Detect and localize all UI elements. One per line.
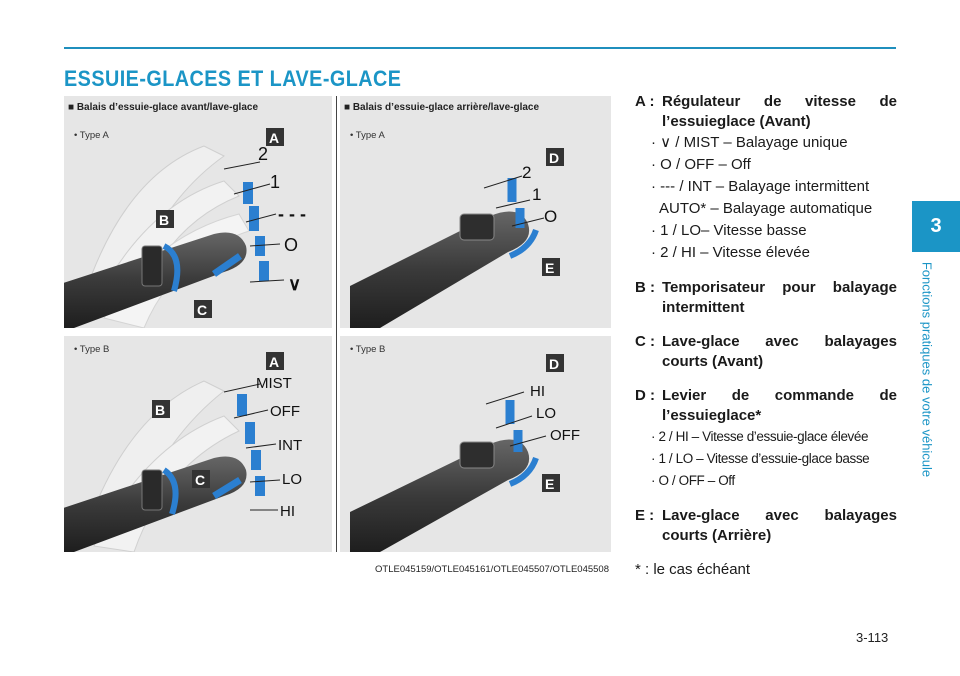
panel-rear-type-a: 2 1 O D E ■ Balais d’essuie-glace arrièr… (340, 96, 611, 328)
label-off: O (544, 207, 557, 226)
entry-e: E : Lave-glace avec balayages courts (Arr… (635, 506, 897, 546)
svg-text:D: D (549, 150, 559, 166)
svg-text:E: E (545, 476, 554, 492)
list-item: · 2 / HI – Vitesse élevée (651, 244, 810, 261)
front-type-b-illustration: MIST OFF INT LO HI A B C (64, 336, 332, 552)
page-number: 3-113 (856, 630, 889, 645)
marker-d (546, 148, 564, 166)
entry-line: Temporisateur pour balayage (662, 279, 897, 296)
rear-heading: ■ Balais d’essuie-glace arrière/lave-gla… (344, 102, 540, 113)
marker-a (266, 128, 284, 146)
lever-ring (141, 245, 163, 287)
svg-text:D: D (549, 356, 559, 372)
label-hi: HI (530, 383, 545, 400)
page-title: ESSUIE-GLACES ET LAVE-GLACE (64, 66, 402, 91)
type-a-label: • Type A (74, 130, 109, 141)
entry-b: B : Temporisateur pour balayage intermitt… (635, 278, 897, 318)
label-lo: LO (282, 471, 302, 488)
legend-text: A : Régulateur de vitesse de l’essuieglac… (635, 92, 897, 580)
entry-key: B : (635, 279, 655, 296)
entry-line: courts (Avant) (662, 353, 764, 370)
svg-text:A: A (269, 130, 279, 146)
svg-text:C: C (195, 472, 205, 488)
list-item: · --- / INT – Balayage intermittent (651, 178, 870, 195)
entry-line: l’essuieglace (Avant) (662, 113, 811, 130)
pull-arrow-icon (508, 228, 539, 259)
entry-line: courts (Arrière) (662, 527, 772, 544)
svg-text:B: B (155, 402, 165, 418)
marker-d (546, 354, 564, 372)
panel-rear-type-b: HI LO OFF D E • Type B (340, 336, 611, 552)
svg-text:A: A (269, 354, 279, 370)
label-2: 2 (258, 144, 268, 164)
entry-key: A : (635, 93, 655, 110)
label-off: O (284, 235, 298, 255)
figure-caption: OTLE045159/OTLE045161/OTLE045507/OTLE045… (336, 563, 611, 576)
marker-c (192, 470, 210, 488)
svg-text:E: E (545, 260, 554, 276)
rear-wiper-knob (459, 213, 495, 241)
entry-line: Régulateur de vitesse de (662, 93, 897, 110)
marker-b (152, 400, 170, 418)
panel-front-type-a: 2 1 - - - O ∨ A B C ■ Balais d’essuie-gl… (64, 96, 332, 328)
marker-e (542, 258, 560, 276)
entry-c: C : Lave-glace avec balayages courts (Ava… (635, 332, 897, 372)
svg-text:B: B (159, 212, 169, 228)
entry-line: Levier de commande de (662, 387, 897, 404)
marker-b (156, 210, 174, 228)
list-item: · ∨ / MIST – Balayage unique (651, 134, 848, 151)
chapter-tab: 3 (912, 201, 960, 252)
entry-d: D :Levier de commande de l’essuieglace* … (635, 386, 897, 492)
footnote: * : le cas échéant (635, 561, 751, 578)
rear-type-a-illustration: 2 1 O D E (340, 96, 611, 328)
front-type-a-illustration: 2 1 - - - O ∨ A B C (64, 96, 332, 328)
entry-line: l’essuieglace* (662, 407, 762, 424)
entry-key: E : (635, 507, 655, 524)
entry-key: D : (635, 387, 655, 404)
list-item: · O / OFF – Off (651, 156, 751, 173)
type-a-label: • Type A (350, 130, 385, 141)
top-rule (64, 47, 896, 49)
label-int-dashes: - - - (278, 204, 306, 224)
label-int: INT (278, 437, 302, 454)
marker-c (194, 300, 212, 318)
label-hi: HI (280, 503, 295, 520)
entry-line: Lave-glace avec balayages (662, 507, 897, 524)
label-lo: LO (536, 405, 556, 422)
type-b-label: • Type B (350, 344, 386, 355)
figure-caption-text: OTLE045159/OTLE045161/OTLE045507/OTLE045… (375, 564, 609, 575)
entry-key: C : (635, 333, 655, 350)
label-1: 1 (532, 185, 541, 204)
marker-e (542, 474, 560, 492)
entry-line: intermittent (662, 299, 745, 316)
entry-a: A : Régulateur de vitesse de l’essuieglac… (635, 92, 897, 264)
front-heading: ■ Balais d’essuie-glace avant/lave-glace (68, 102, 259, 113)
label-mist: MIST (256, 375, 292, 392)
pull-arrow-icon (508, 456, 539, 487)
chapter-title: Fonctions pratiques de votre véhicule (919, 261, 935, 478)
entry-line: Lave-glace avec balayages (662, 333, 897, 350)
list-item: · 2 / HI – Vitesse d’essuie-glace élevée (651, 429, 869, 444)
label-2: 2 (522, 163, 531, 182)
label-off: OFF (550, 427, 580, 444)
label-off: OFF (270, 403, 300, 420)
rear-type-b-illustration: HI LO OFF D E (340, 336, 611, 552)
label-mist: ∨ (288, 274, 301, 294)
list-item: AUTO* – Balayage automatique (659, 200, 873, 217)
panel-front-type-b: MIST OFF INT LO HI A B C • Type B (64, 336, 332, 552)
type-b-label: • Type B (74, 344, 110, 355)
list-item: · O / OFF – Off (651, 473, 735, 488)
list-item: · 1 / LO – Vitesse d’essuie-glace basse (651, 451, 870, 466)
list-item: · 1 / LO– Vitesse basse (651, 222, 807, 239)
svg-text:C: C (197, 302, 207, 318)
label-1: 1 (270, 172, 280, 192)
figure-divider (336, 96, 337, 552)
marker-a (266, 352, 284, 370)
